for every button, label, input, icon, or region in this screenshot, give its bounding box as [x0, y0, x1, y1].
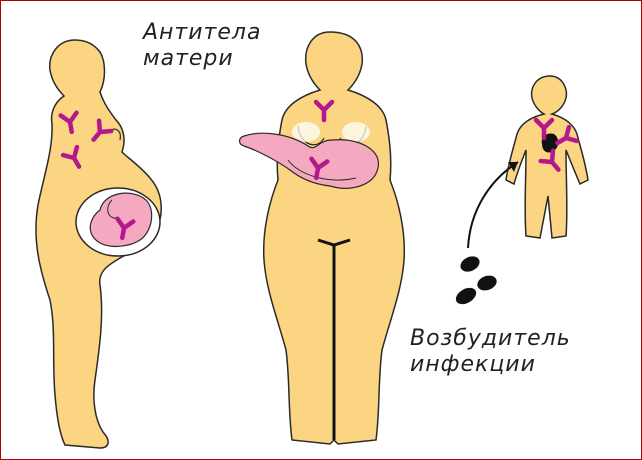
nursing-mother-figure — [240, 32, 405, 444]
pathogen-icon — [458, 253, 482, 274]
pathogen-label: Возбудитель инфекции — [410, 326, 571, 378]
antibodies-label-line1: Антитела — [143, 20, 261, 46]
pathogen-label-line2: инфекции — [410, 352, 571, 378]
antibodies-label-line2: матери — [143, 46, 261, 72]
child-figure — [506, 76, 588, 238]
pathogen-label-line1: Возбудитель — [410, 326, 571, 352]
pathogen-icon — [475, 273, 499, 293]
pathogen-cluster — [453, 253, 499, 307]
pregnant-woman-figure — [36, 40, 161, 448]
antibodies-label: Антитела матери — [143, 20, 261, 72]
pathogen-icon — [453, 284, 479, 307]
